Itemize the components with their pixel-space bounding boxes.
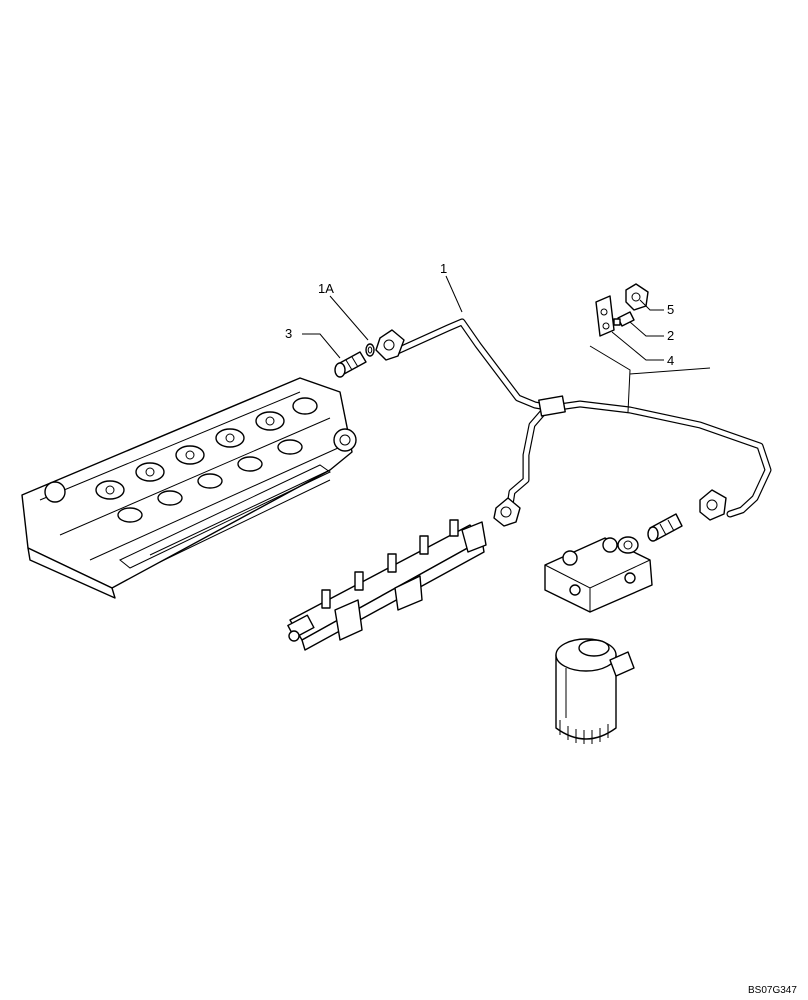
fuel-filter-cartridge xyxy=(555,638,635,744)
drawing-id: BS07G347 xyxy=(748,985,797,996)
callout-2: 2 xyxy=(667,328,674,343)
filter-head xyxy=(544,536,653,613)
clip-bracket xyxy=(595,295,615,337)
banjo-bolt xyxy=(334,351,367,378)
fuel-line-assembly xyxy=(375,318,772,527)
fuel-rail xyxy=(287,519,487,651)
cylinder-head xyxy=(21,377,357,599)
pump-banjo-bolt xyxy=(647,513,683,542)
clamp-screw xyxy=(613,311,635,327)
callout-5: 5 xyxy=(667,302,674,317)
banjo-fitting-head xyxy=(375,329,405,361)
callout-4: 4 xyxy=(667,353,674,368)
callout-leaders xyxy=(302,275,711,413)
gasket-outline xyxy=(119,464,331,569)
callout-3: 3 xyxy=(285,326,292,341)
tube-clamp xyxy=(625,283,649,311)
callout-1: 1 xyxy=(440,261,447,276)
pressure-limiting-valve xyxy=(287,614,315,642)
tube-junction-block xyxy=(538,395,566,417)
banjo-fitting-rail xyxy=(493,497,521,527)
banjo-fitting-pump xyxy=(699,489,727,521)
callout-1a: 1A xyxy=(318,281,334,296)
sealing-washer xyxy=(365,343,375,357)
rail-outlets xyxy=(321,519,459,609)
valve-bosses xyxy=(95,397,318,523)
